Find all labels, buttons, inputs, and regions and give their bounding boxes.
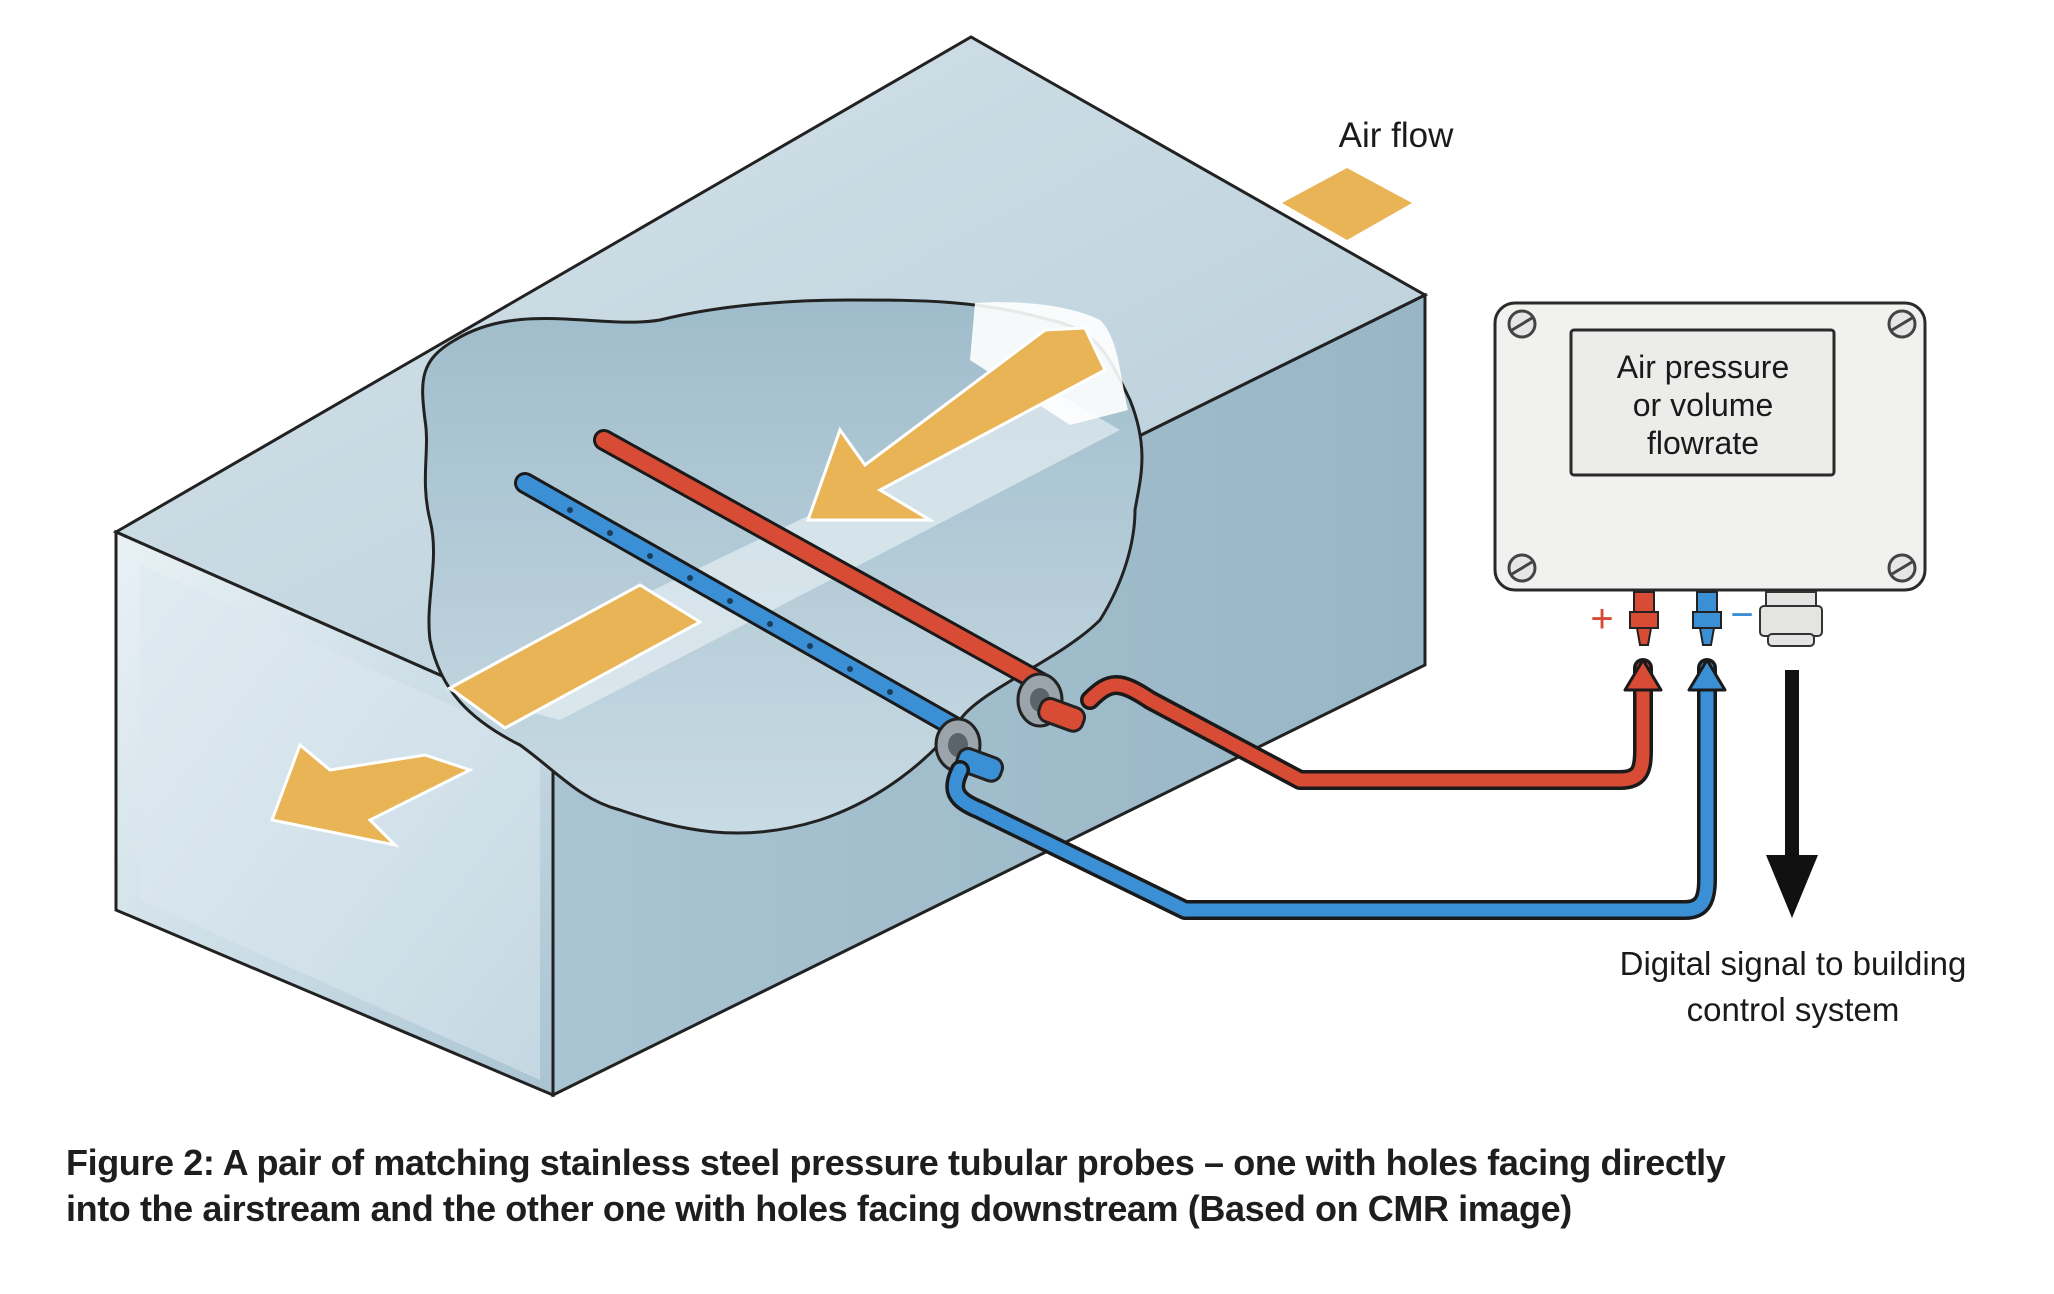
tube-total (1083, 661, 1650, 787)
probe-total-pressure-body (596, 432, 1053, 693)
output-label-line2: control system (1687, 991, 1900, 1028)
port-plus-connector (1629, 591, 1659, 646)
output-label-line1: Digital signal to building (1620, 945, 1967, 982)
tube-static-arrowhead (1687, 658, 1727, 692)
airflow-arrows (269, 168, 1412, 848)
probe-holes (567, 507, 893, 695)
screw-icon (1507, 309, 1917, 583)
figure-caption: Figure 2: A pair of matching stainless s… (66, 1140, 1866, 1232)
port-minus-connector (1692, 591, 1722, 646)
airflow-exit-arrow (269, 742, 474, 848)
tube-static (948, 661, 1714, 917)
pressure-probes (514, 429, 1087, 783)
tube-total-arrowhead (1623, 658, 1663, 692)
air-duct (112, 35, 1429, 1098)
pressure-tubes (945, 658, 1727, 920)
transmitter-label-line1: Air pressure (1617, 349, 1790, 385)
stub-total (1037, 697, 1087, 733)
port-plus-label: + (1590, 597, 1613, 641)
probe-static-pressure-body (517, 475, 968, 738)
air-flow-label: Air flow (1339, 116, 1454, 155)
airflow-top-marker (1282, 168, 1412, 240)
cable-gland (1759, 591, 1823, 647)
transmitter-label-line3: flowrate (1647, 425, 1759, 461)
transmitter-label-line2: or volume (1633, 387, 1774, 423)
port-minus-label: − (1730, 593, 1753, 637)
caption-line2: into the airstream and the other one wit… (66, 1188, 1572, 1229)
signal-output-arrow (1766, 670, 1818, 918)
pressure-transmitter: Air pressure or volume flowrate + − (1493, 301, 1927, 647)
caption-line1: Figure 2: A pair of matching stainless s… (66, 1142, 1726, 1183)
airflow-inner-arrow (805, 326, 1107, 522)
airflow-floor-band (447, 583, 703, 730)
transmitter-display (1569, 328, 1836, 477)
